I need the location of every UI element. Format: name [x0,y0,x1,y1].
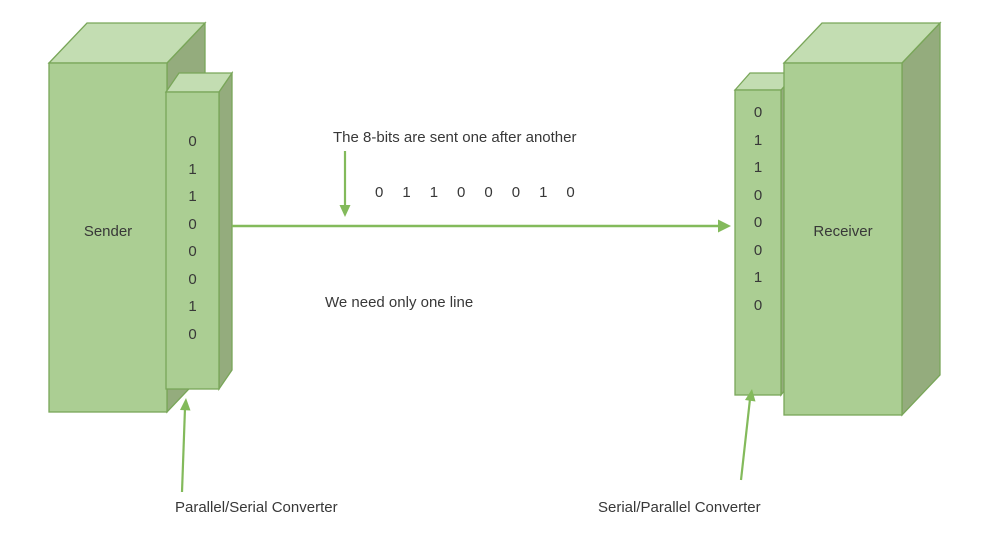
left-converter-pointer-arrow [180,398,191,493]
caption-down-arrow [339,151,351,217]
receiver-box-side-face [901,21,941,417]
right-converter-pointer-arrow [739,389,756,481]
parallel-serial-converter-box [164,70,234,392]
middle-caption: We need only one line [325,294,474,311]
sender-label: Sender [83,223,133,240]
receiver-label: Receiver [813,223,873,240]
left-converter-side-face [218,70,233,392]
left-converter-label: Parallel/Serial Converter [175,499,338,516]
top-caption: The 8-bits are sent one after another [333,129,577,146]
receiver-box [782,21,942,417]
sender-box-front-face [48,62,168,413]
right-converter-label: Serial/Parallel Converter [598,499,761,516]
serial-line-arrow [232,219,731,233]
right-converter-front-face [734,89,782,396]
left-converter-front-face [165,91,220,390]
receiver-box-front-face [783,62,903,416]
